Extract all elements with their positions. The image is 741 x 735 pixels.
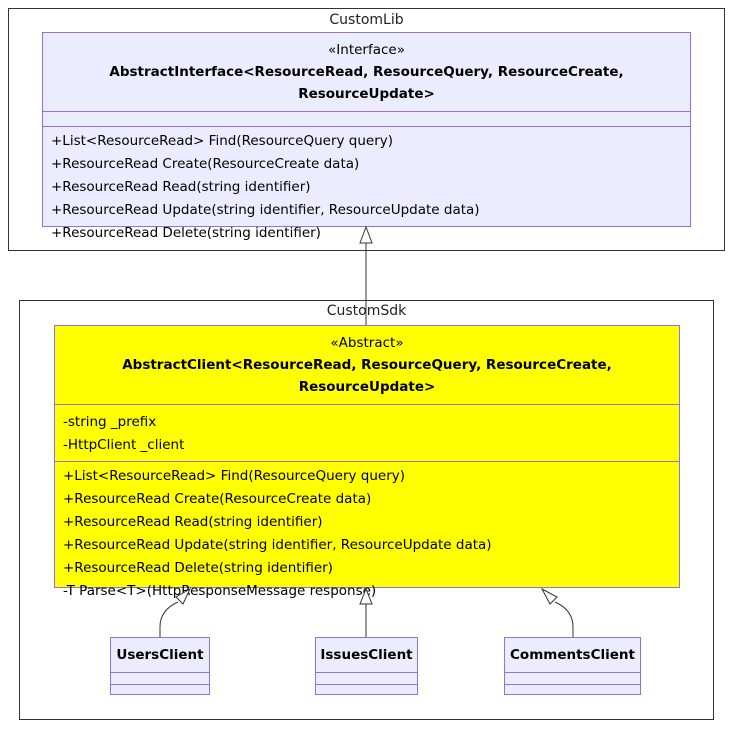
method: +ResourceRead Create(ResourceCreate data…	[63, 491, 372, 507]
class-abstract-interface[interactable]: «Interface» AbstractInterface<ResourceRe…	[42, 32, 691, 241]
edge-comments-to-client	[554, 601, 574, 637]
methods-compartment: +List<ResourceRead> Find(ResourceQuery q…	[55, 461, 679, 606]
method: +ResourceRead Create(ResourceCreate data…	[51, 156, 360, 172]
edge-users-to-client	[159, 601, 179, 637]
class-header: «Interface» AbstractInterface<ResourceRe…	[43, 33, 690, 111]
class-header: «Abstract» AbstractClient<ResourceRead, …	[55, 326, 679, 404]
method: +ResourceRead Update(string identifier, …	[63, 537, 492, 553]
method: -T Parse<T>(HttpResponseMessage response…	[63, 583, 377, 599]
method: +ResourceRead Update(string identifier, …	[51, 202, 480, 218]
methods-compartment	[316, 684, 417, 696]
method: +List<ResourceRead> Find(ResourceQuery q…	[51, 133, 394, 149]
arrowhead-issues-to-client	[359, 587, 373, 605]
class-abstract-client[interactable]: «Abstract» AbstractClient<ResourceRead, …	[54, 325, 680, 599]
method: +ResourceRead Delete(string identifier)	[51, 225, 321, 241]
class-comments-client[interactable]: CommentsClient	[504, 637, 641, 695]
attributes-compartment	[505, 672, 640, 684]
method: +ResourceRead Read(string identifier)	[63, 514, 323, 530]
field: -string _prefix	[63, 414, 157, 430]
class-name: AbstractClient<ResourceRead, ResourceQue…	[122, 357, 612, 395]
attributes-compartment	[111, 672, 209, 684]
class-name: CommentsClient	[510, 647, 635, 663]
method: +ResourceRead Read(string identifier)	[51, 179, 311, 195]
class-issues-client[interactable]: IssuesClient	[315, 637, 418, 695]
methods-compartment	[111, 684, 209, 696]
arrowhead-comments-to-client	[540, 587, 558, 605]
attributes-compartment	[43, 111, 690, 126]
methods-compartment: +List<ResourceRead> Find(ResourceQuery q…	[43, 126, 690, 248]
method: +List<ResourceRead> Find(ResourceQuery q…	[63, 468, 406, 484]
class-users-client[interactable]: UsersClient	[110, 637, 210, 695]
class-name: UsersClient	[116, 647, 204, 663]
method: +ResourceRead Delete(string identifier)	[63, 560, 333, 576]
class-stereotype: «Interface»	[328, 42, 405, 58]
methods-compartment	[505, 684, 640, 696]
attributes-compartment	[316, 672, 417, 684]
class-name: IssuesClient	[320, 647, 413, 663]
fields-compartment: -string _prefix -HttpClient _client	[55, 404, 679, 461]
class-stereotype: «Abstract»	[330, 335, 404, 351]
class-name: AbstractInterface<ResourceRead, Resource…	[109, 64, 624, 102]
arrowhead-client-to-interface	[359, 225, 373, 244]
package-title: CustomLib	[329, 12, 404, 28]
arrowhead-users-to-client	[175, 587, 192, 605]
field: -HttpClient _client	[63, 437, 185, 453]
